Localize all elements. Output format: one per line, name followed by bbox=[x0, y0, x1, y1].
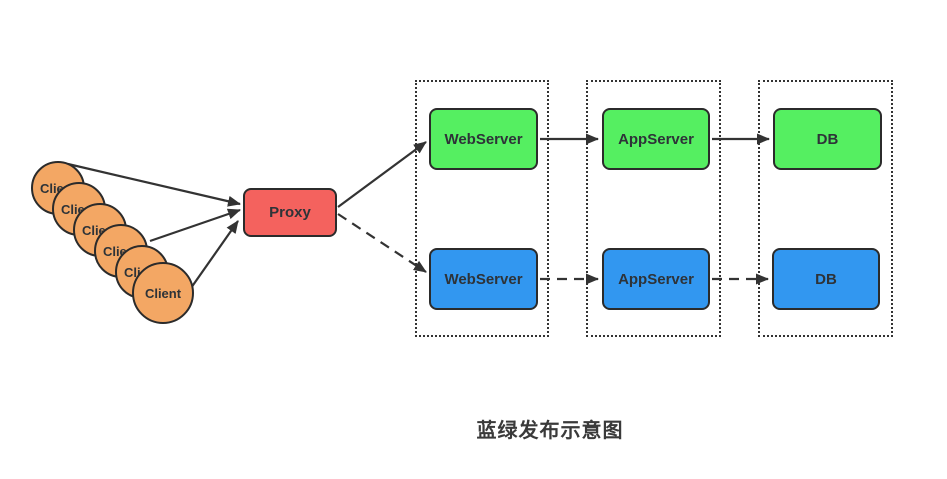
edge-client-4-to-proxy bbox=[149, 208, 241, 243]
blue-db-node: DB bbox=[772, 248, 880, 310]
green-db-node: DB bbox=[773, 108, 882, 170]
blue-appserver-node: AppServer bbox=[602, 248, 710, 310]
client-node-front: Client bbox=[132, 262, 194, 324]
green-webserver-label: WebServer bbox=[444, 130, 523, 148]
proxy-label: Proxy bbox=[269, 204, 311, 221]
blue-db-label: DB bbox=[815, 270, 837, 288]
webserver-cluster bbox=[415, 80, 549, 337]
blue-webserver-label: WebServer bbox=[444, 270, 523, 288]
green-appserver-node: AppServer bbox=[602, 108, 710, 170]
green-db-label: DB bbox=[816, 130, 839, 148]
edge-client-6-to-proxy bbox=[190, 220, 239, 289]
green-appserver-label: AppServer bbox=[618, 130, 694, 148]
blue-appserver-label: AppServer bbox=[618, 270, 694, 288]
diagram-title: 蓝绿发布示意图 bbox=[476, 420, 624, 442]
appserver-cluster bbox=[586, 80, 721, 337]
green-webserver-node: WebServer bbox=[429, 108, 538, 170]
blue-webserver-node: WebServer bbox=[429, 248, 538, 310]
db-cluster bbox=[758, 80, 893, 337]
client-label: Client bbox=[144, 285, 182, 301]
proxy-node: Proxy bbox=[243, 188, 337, 237]
edge-proxy-to-blue-webserver bbox=[337, 213, 427, 273]
edge-proxy-to-green-webserver bbox=[337, 141, 427, 208]
edge-client-1-to-proxy bbox=[67, 162, 241, 207]
